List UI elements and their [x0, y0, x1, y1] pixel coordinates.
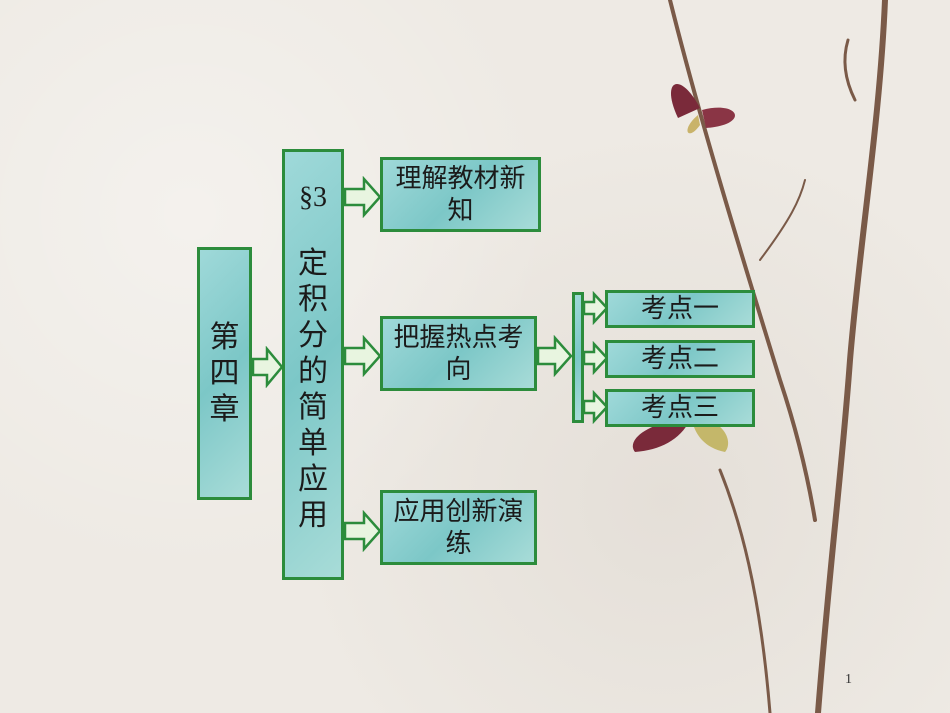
point-box-1: 考点一 [605, 290, 755, 328]
arrow-right-icon [583, 291, 609, 325]
point-label-1: 考点一 [640, 294, 719, 324]
arrow-right-icon [344, 176, 382, 218]
arrow-right-icon [252, 346, 284, 388]
apply-label: 应用创新演练 [393, 496, 524, 559]
apply-box: 应用创新演练 [380, 490, 537, 565]
chapter-label: 第四章 [209, 319, 240, 427]
butterfly-top-icon [670, 84, 735, 134]
section-box: §3 定积分的简单应用 [282, 149, 344, 580]
understand-box: 理解教材新知 [380, 157, 541, 232]
section-symbol: §3 [299, 182, 327, 213]
master-box: 把握热点考向 [380, 316, 537, 391]
master-label: 把握热点考向 [393, 322, 524, 385]
chapter-box: 第四章 [197, 247, 252, 500]
arrow-right-icon [583, 341, 609, 375]
arrow-right-icon [537, 335, 573, 377]
point-box-2: 考点二 [605, 340, 755, 378]
arrow-right-icon [344, 510, 382, 552]
point-label-2: 考点二 [640, 344, 719, 374]
point-box-3: 考点三 [605, 389, 755, 427]
arrow-right-icon [583, 390, 609, 424]
arrow-right-icon [344, 335, 382, 377]
page-number: 1 [845, 672, 852, 687]
section-title: 定积分的简单应用 [298, 246, 328, 533]
point-label-3: 考点三 [640, 393, 719, 423]
understand-label: 理解教材新知 [395, 163, 526, 226]
bracket-bar [572, 292, 584, 423]
butterfly-bottom-icon [632, 419, 729, 452]
